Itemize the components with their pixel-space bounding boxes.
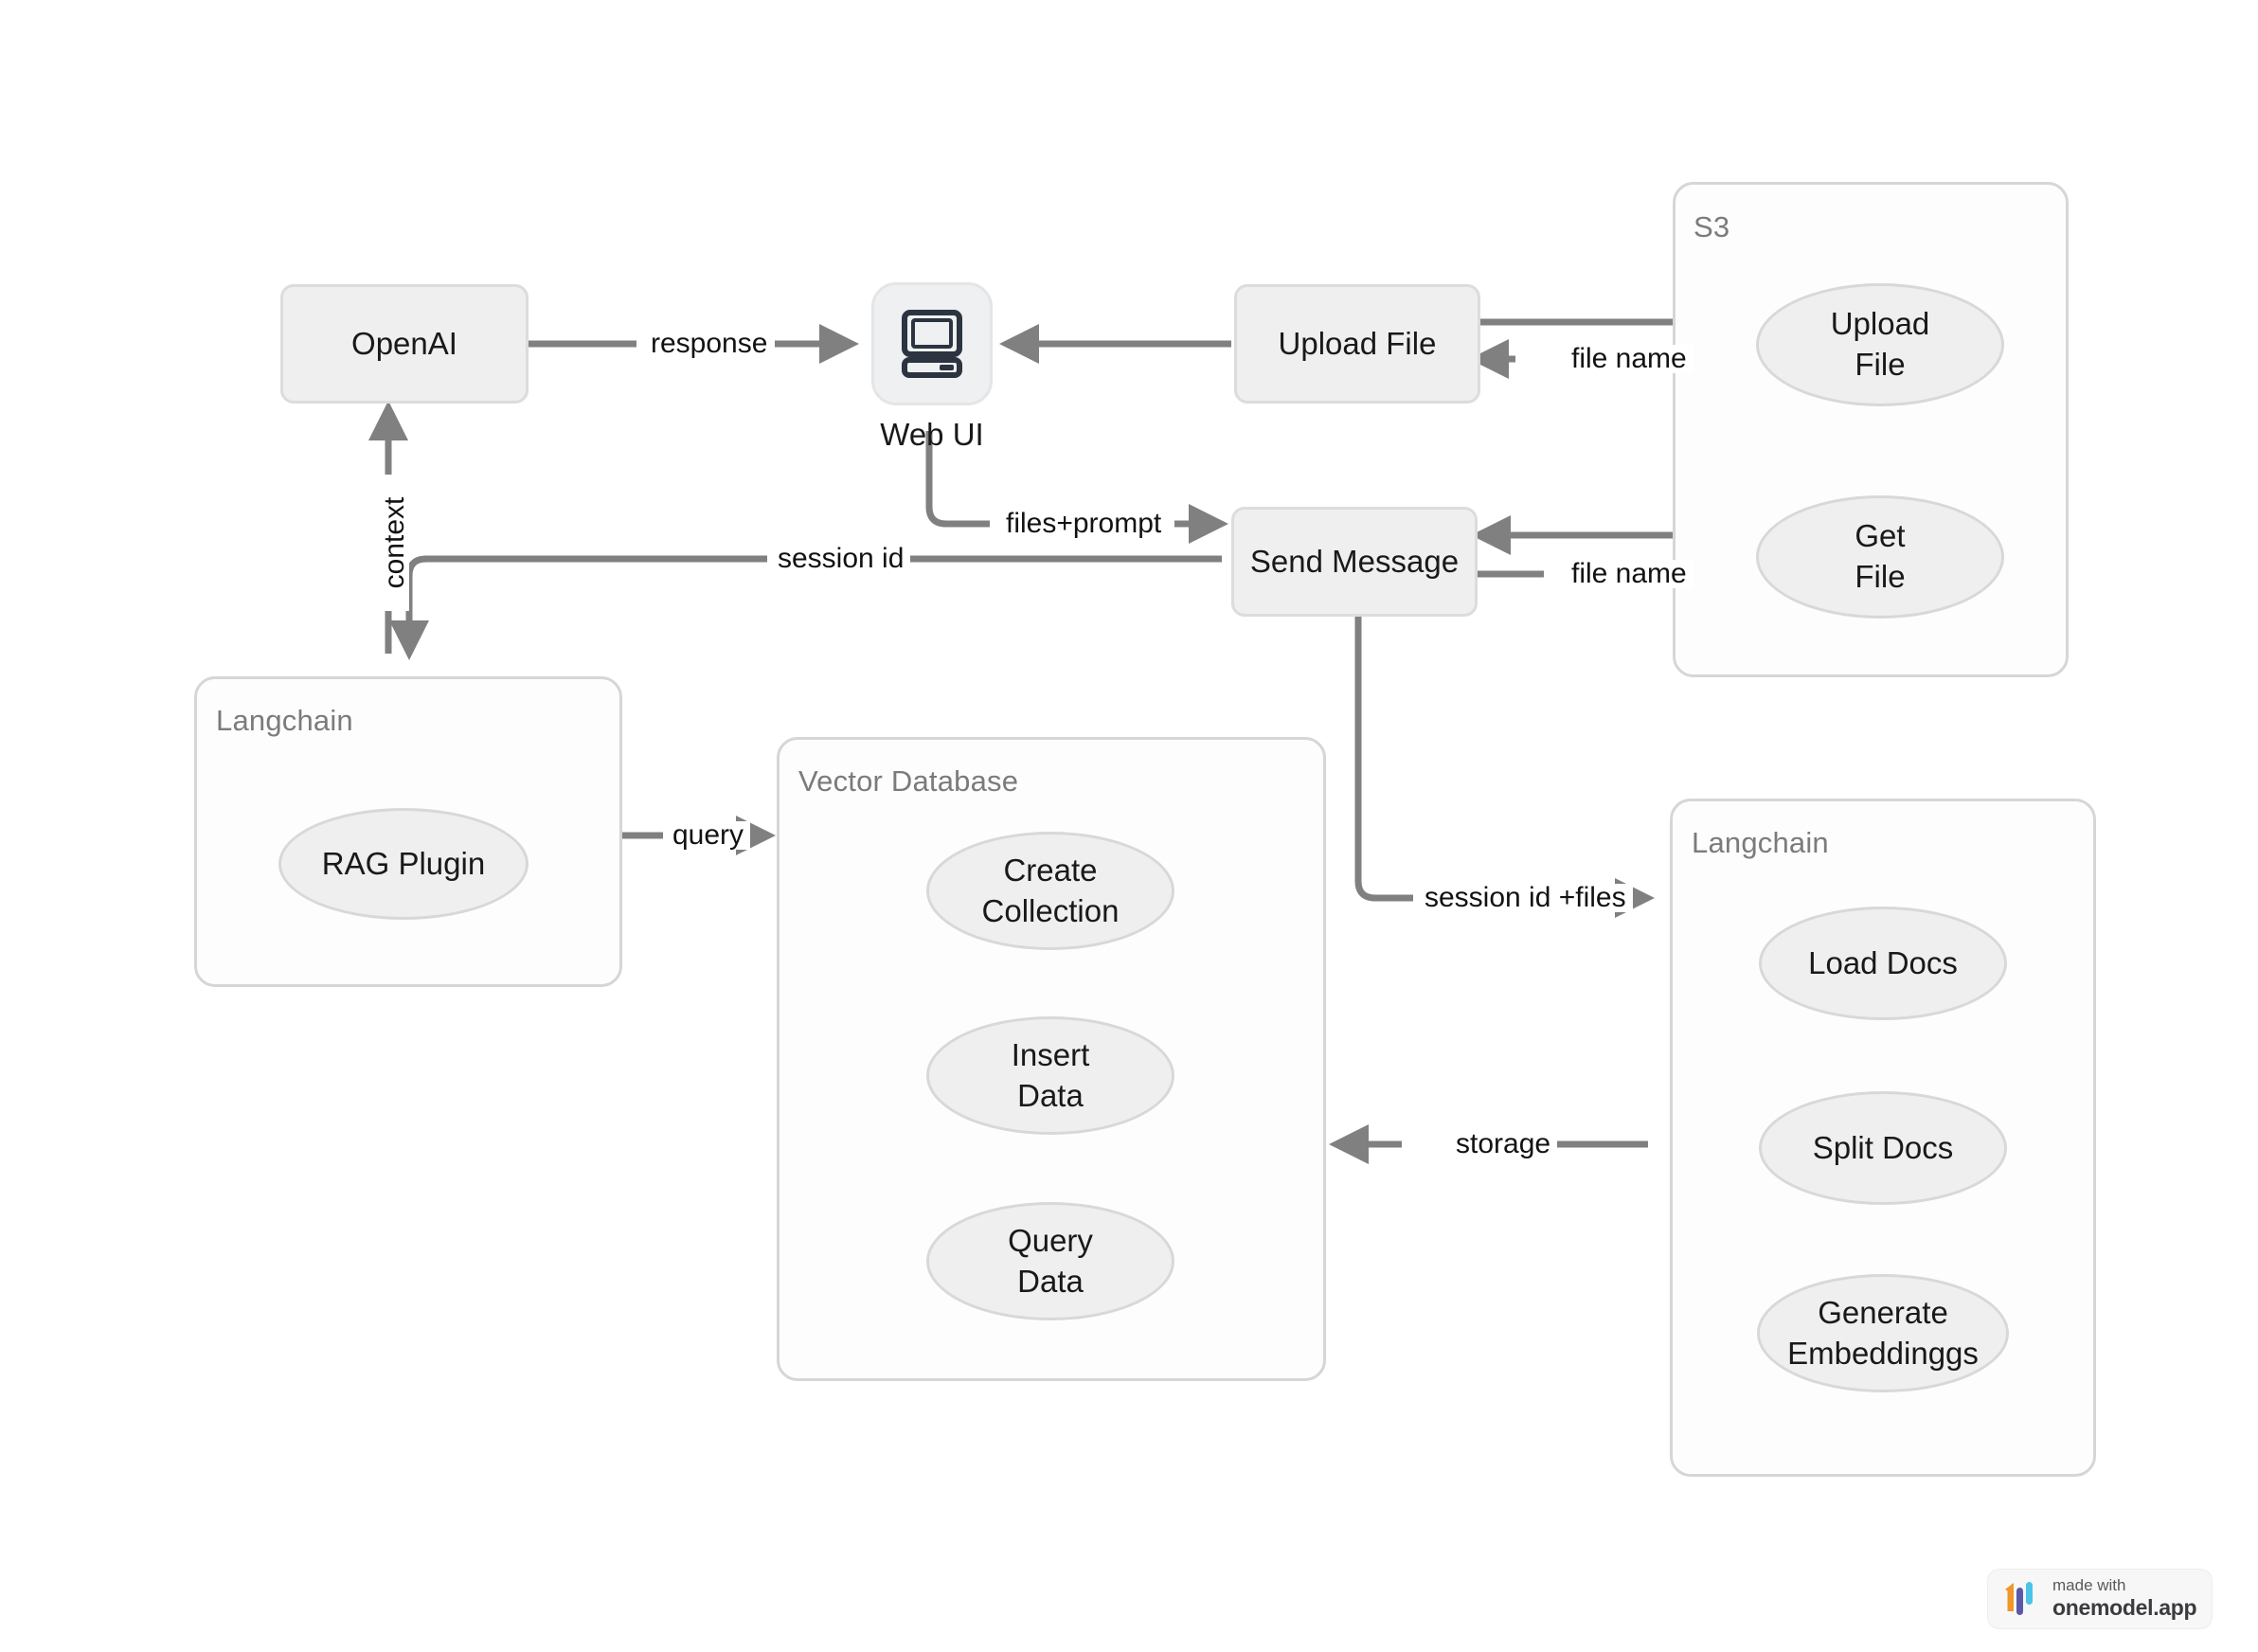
group-langchain-ingest-label: Langchain [1692,826,1829,859]
edge-label-session-id: session id [771,545,911,573]
computer-icon [902,310,962,378]
node-split-docs[interactable]: Split Docs [1759,1091,2007,1205]
node-rag-plugin[interactable]: RAG Plugin [278,808,529,920]
group-langchain-rag-label: Langchain [216,704,353,737]
edge-label-response: response [644,330,775,358]
edge-sendmessage-to-langchain-b [389,555,767,660]
node-openai[interactable]: OpenAI [280,284,529,404]
node-web-ui[interactable] [871,282,993,405]
group-vector-database-label: Vector Database [798,764,1019,798]
edge-label-file-name-get: file name [1565,560,1694,588]
node-query-data[interactable]: Query Data [926,1202,1174,1320]
edge-webui-to-sendmessage-a [925,431,990,528]
node-s3-upload-file[interactable]: Upload File [1756,283,2004,406]
watermark-brand: onemodel.app [2052,1595,2197,1621]
group-s3-label: S3 [1694,210,1730,243]
watermark-onemodel[interactable]: made with onemodel.app [1987,1569,2213,1629]
node-web-ui-caption: Web UI [880,417,984,452]
watermark-made-with: made with [2052,1576,2126,1595]
node-send-message[interactable]: Send Message [1231,507,1478,617]
edge-label-query: query [666,821,751,850]
node-load-docs[interactable]: Load Docs [1759,907,2007,1020]
node-upload-file[interactable]: Upload File [1234,284,1480,404]
edge-label-storage: storage [1449,1130,1558,1158]
node-insert-data[interactable]: Insert Data [926,1016,1174,1135]
edge-label-session-id-files: session id +files [1418,884,1633,912]
node-generate-embeddings[interactable]: Generate Embeddinggs [1757,1274,2009,1392]
node-create-collection[interactable]: Create Collection [926,832,1174,950]
edge-label-context: context [379,475,410,611]
node-s3-get-file[interactable]: Get File [1756,495,2004,619]
edge-sendmessage-to-ingest-a [1354,616,1413,902]
edge-label-file-name-upload: file name [1565,345,1694,373]
onemodel-logo-icon [2005,1582,2033,1615]
edge-label-files-prompt: files+prompt [999,510,1169,538]
